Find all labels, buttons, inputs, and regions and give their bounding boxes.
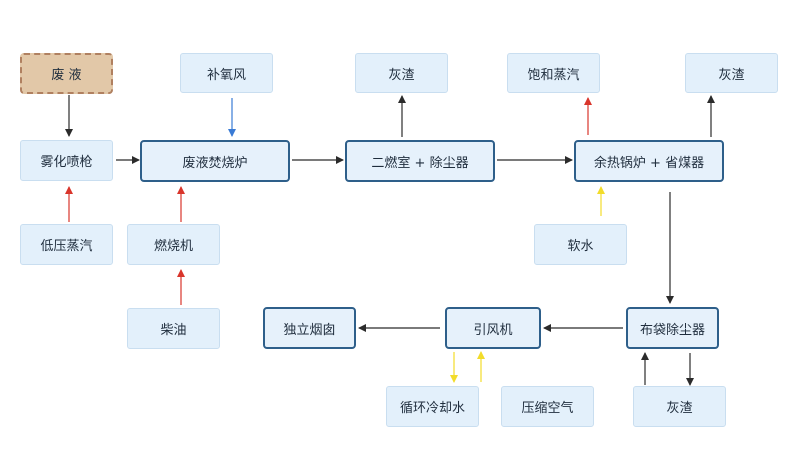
node-induced-fan: 引风机 bbox=[445, 307, 541, 349]
node-burner: 燃烧机 bbox=[127, 224, 220, 265]
node-label: 余热锅炉 + 省煤器 bbox=[593, 155, 705, 171]
node-label: 灰渣 bbox=[718, 67, 745, 83]
node-waste-liquid: 废 液 bbox=[20, 53, 113, 94]
node-label: 雾化喷枪 bbox=[40, 155, 93, 170]
node-label: 废 液 bbox=[51, 68, 82, 83]
node-label: 饱和蒸汽 bbox=[527, 67, 580, 83]
node-ash-3: 灰渣 bbox=[633, 386, 726, 427]
node-compressed-air: 压缩空气 bbox=[501, 386, 594, 427]
node-label: 灰渣 bbox=[666, 401, 693, 416]
node-label: 布袋除尘器 bbox=[639, 322, 705, 338]
node-label: 低压蒸汽 bbox=[40, 239, 93, 254]
node-bag-filter: 布袋除尘器 bbox=[626, 307, 719, 349]
node-label: 压缩空气 bbox=[521, 401, 574, 416]
node-label: 废液焚烧炉 bbox=[182, 155, 248, 171]
node-saturated-steam: 饱和蒸汽 bbox=[507, 53, 600, 93]
node-boiler: 余热锅炉 + 省煤器 bbox=[574, 140, 724, 182]
node-label: 补氧风 bbox=[206, 67, 246, 83]
node-soft-water: 软水 bbox=[534, 224, 627, 265]
node-ash-2: 灰渣 bbox=[685, 53, 778, 93]
node-oxygen-air: 补氧风 bbox=[180, 53, 273, 93]
node-label: 柴油 bbox=[160, 323, 187, 338]
node-label: 燃烧机 bbox=[153, 239, 193, 254]
node-label: 引风机 bbox=[473, 322, 513, 338]
node-low-pressure-steam: 低压蒸汽 bbox=[20, 224, 113, 265]
node-label: 二燃室 + 除尘器 bbox=[371, 155, 469, 171]
node-ash-1: 灰渣 bbox=[355, 53, 448, 93]
node-cooling-water: 循环冷却水 bbox=[386, 386, 479, 427]
node-diesel: 柴油 bbox=[127, 308, 220, 349]
node-label: 软水 bbox=[567, 239, 594, 254]
node-label: 独立烟囱 bbox=[283, 322, 336, 338]
node-chimney: 独立烟囱 bbox=[263, 307, 356, 349]
node-secondary-chamber: 二燃室 + 除尘器 bbox=[345, 140, 495, 182]
node-incinerator: 废液焚烧炉 bbox=[140, 140, 290, 182]
node-atomizing-gun: 雾化喷枪 bbox=[20, 140, 113, 181]
node-label: 灰渣 bbox=[388, 67, 415, 83]
node-label: 循环冷却水 bbox=[399, 401, 465, 416]
